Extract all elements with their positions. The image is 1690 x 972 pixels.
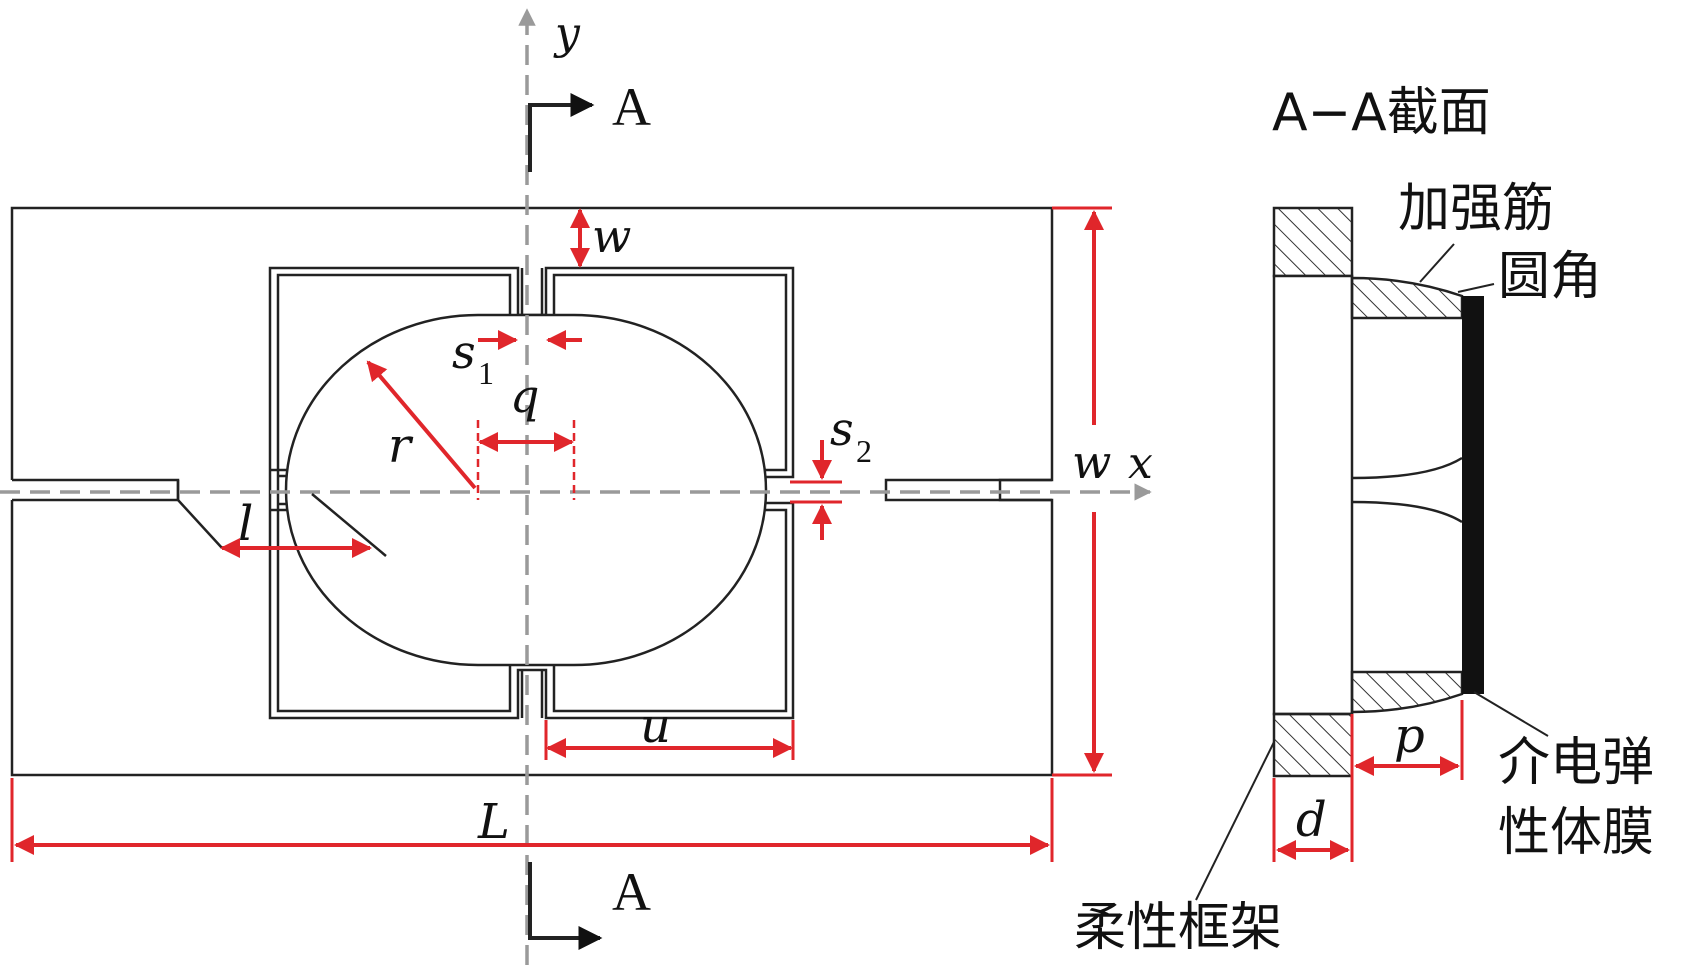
svg-text:A: A xyxy=(612,862,651,922)
frame-body xyxy=(1272,274,1354,716)
outer-frame-top xyxy=(10,206,1054,777)
dim-r: r xyxy=(388,418,414,474)
dim-s2: s xyxy=(830,402,854,456)
label-membrane-1: 介电弹 xyxy=(1498,733,1654,793)
right-slot xyxy=(884,478,1052,502)
dim-w-top: w xyxy=(592,209,631,263)
svg-text:A: A xyxy=(612,77,651,137)
x-axis-label: x xyxy=(1128,438,1153,489)
frame-hatch-bottom xyxy=(1272,712,1354,778)
section-title: A−A截面 xyxy=(1272,83,1491,143)
central-opening xyxy=(284,313,768,667)
frame-hatch-top xyxy=(1272,206,1354,278)
dim-L: L xyxy=(477,794,510,850)
rib-top xyxy=(1350,276,1464,320)
label-rib: 加强筋 xyxy=(1398,179,1554,239)
dim-p: p xyxy=(1394,708,1425,764)
dim-q: q xyxy=(510,369,539,423)
dim-w-right: w xyxy=(1072,435,1111,489)
label-fillet: 圆角 xyxy=(1498,247,1602,307)
dim-u: u xyxy=(640,698,671,754)
dim-l: l xyxy=(238,496,253,552)
top-view xyxy=(10,206,1054,777)
dim-s2-sub: 2 xyxy=(856,433,872,469)
dim-s1: s xyxy=(452,325,476,379)
rib-bottom xyxy=(1350,670,1464,714)
label-membrane-2: 性体膜 xyxy=(1498,803,1654,863)
y-axis-label: y xyxy=(553,8,581,59)
section-marker-bottom: A xyxy=(528,862,651,950)
dielectric-membrane xyxy=(1462,296,1484,694)
section-marker-top: A xyxy=(528,77,651,172)
label-frame: 柔性框架 xyxy=(1074,898,1282,958)
dim-d: d xyxy=(1296,792,1327,848)
section-view: A−A截面 加强筋 圆角 介电弹 性体膜 柔性框架 p d xyxy=(1074,83,1654,958)
left-slot xyxy=(12,478,180,502)
dim-s1-sub: 1 xyxy=(478,355,494,391)
